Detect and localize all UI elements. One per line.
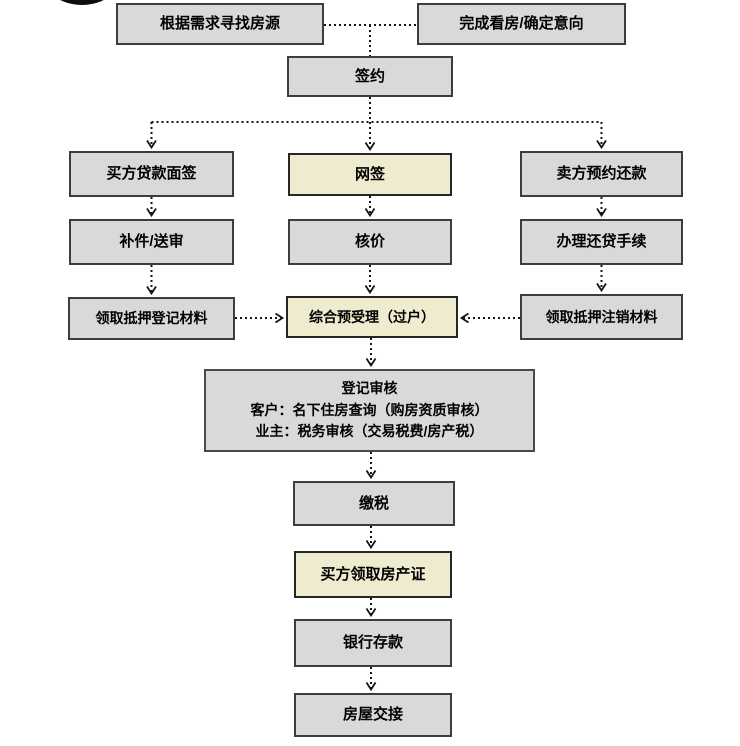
node-seller-repay-appointment: 卖方预约还款 [520,151,683,197]
node-mortgage-reg-materials: 领取抵押登记材料 [68,297,235,340]
node-buyer-loan-interview: 买方贷款面签 [69,151,234,197]
node-online-sign: 网签 [288,153,452,196]
registration-review-title: 登记审核 [341,379,398,396]
node-repay-loan-procedure: 办理还贷手续 [520,219,683,265]
node-price-check: 核价 [288,219,452,265]
node-pay-tax: 缴税 [293,481,455,526]
registration-review-customer-line: 客户：名下住房查询（购房资质审核） [250,401,489,418]
corner-logo-circle [32,0,132,5]
node-pre-acceptance: 综合预受理（过户） [286,296,458,338]
node-confirm-intent: 完成看房/确定意向 [417,3,626,45]
node-bank-deposit: 银行存款 [294,619,452,667]
node-registration-review: 登记审核 客户：名下住房查询（购房资质审核） 业主：税务审核（交易税费/房产税） [204,369,535,452]
node-house-handover: 房屋交接 [294,693,452,737]
node-mortgage-cancel-materials: 领取抵押注销材料 [520,294,683,340]
node-buyer-get-deed: 买方领取房产证 [294,551,452,598]
node-supplement-review: 补件/送审 [69,219,234,265]
node-find-housing: 根据需求寻找房源 [116,3,324,45]
registration-review-owner-line: 业主：税务审核（交易税费/房产税） [255,423,484,440]
node-sign-contract: 签约 [287,56,453,97]
